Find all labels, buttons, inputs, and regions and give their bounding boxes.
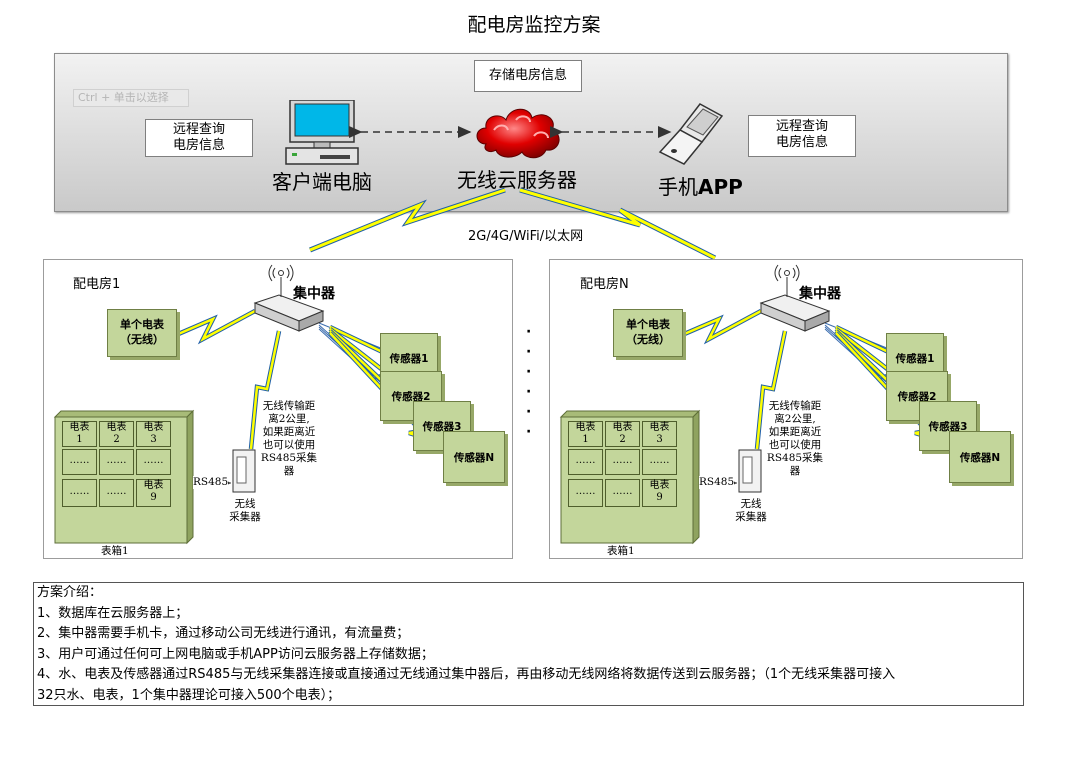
- note-5: 32只水、电表，1个集中器理论可接入500个电表）；: [37, 687, 341, 703]
- sensor-box-n: 传感器N: [443, 431, 505, 483]
- concentrator-icon: [253, 294, 325, 332]
- concentrator-icon: [759, 294, 831, 332]
- single-meter-box: 单个电表（无线）: [107, 309, 177, 357]
- computer-icon: [285, 100, 359, 165]
- query-box-right: 远程查询电房信息: [748, 115, 856, 157]
- rs485-label: RS485: [699, 476, 735, 489]
- note-4: 4、水、电表及传感器通过RS485与无线采集器连接或直接通过无线通过集中器后，再…: [37, 667, 896, 682]
- sensor-box-n: 传感器N: [949, 431, 1011, 483]
- collector-label: 无线采集器: [735, 498, 767, 523]
- wireless-collector-icon: [738, 449, 762, 493]
- ellipsis-dots: ······: [526, 324, 532, 440]
- storage-box: 存储电房信息: [474, 60, 582, 92]
- meter-slot: ……: [568, 449, 603, 475]
- cabinet-label: 表箱1: [607, 545, 635, 557]
- note-1: 1、数据库在云服务器上；: [37, 605, 189, 621]
- notes-box: 方案介绍： 1、数据库在云服务器上； 2、集中器需要手机卡，通过移动公司无线进行…: [33, 582, 1024, 706]
- cloud-icon: [476, 108, 560, 159]
- meter-slot: ……: [99, 479, 134, 507]
- meter-lightning: [175, 309, 257, 345]
- meter-slot: ……: [62, 479, 97, 507]
- meter-slot: ……: [136, 449, 171, 475]
- network-lightning-right: [519, 187, 717, 260]
- server-label: 无线云服务器: [457, 168, 577, 192]
- antenna-icon: [268, 264, 294, 297]
- room-content-n: 集中器 单个电表（无线） 传感器1 传感器2 传感器3 传感器N 无线传输距离2…: [549, 259, 1021, 557]
- sensor-box-3: 传感器3: [413, 401, 471, 451]
- meter-slot: ……: [642, 449, 677, 475]
- concentrator-label: 集中器: [293, 286, 335, 302]
- rs485-label: RS485: [193, 476, 229, 489]
- wireless-collector-icon: [232, 449, 256, 493]
- meter-slot: ……: [568, 479, 603, 507]
- meter-slot: ……: [605, 479, 640, 507]
- room-label-n: 配电房N: [580, 277, 629, 292]
- select-hint: Ctrl + 单击以选择: [73, 89, 189, 107]
- meter-lightning: [681, 309, 763, 345]
- single-meter-box: 单个电表（无线）: [613, 309, 683, 357]
- diagram-title: 配电房监控方案: [467, 14, 601, 36]
- network-label: 2G/4G/WiFi/以太网: [468, 229, 584, 244]
- notes-heading: 方案介绍：: [37, 585, 103, 600]
- pc-label: 客户端电脑: [272, 170, 372, 194]
- query-box-left: 远程查询电房信息: [145, 119, 253, 157]
- meter-slot: ……: [62, 449, 97, 475]
- phone-icon: [658, 103, 724, 165]
- cabinet-label: 表箱1: [101, 545, 129, 557]
- room-content-1: 集中器 单个电表（无线） 传感器1 传感器2 传感器3 传感器N 无线传输距离2…: [43, 259, 511, 557]
- antenna-icon: [774, 264, 800, 297]
- phone-label: 手机APP: [658, 175, 743, 199]
- note-2: 2、集中器需要手机卡，通过移动公司无线进行通讯，有流量费；: [37, 626, 410, 641]
- room-label-1: 配电房1: [73, 277, 121, 292]
- data-arrows: [309, 126, 717, 260]
- note-3: 3、用户可通过任何可上网电脑或手机APP访问云服务器上存储数据；: [37, 646, 434, 662]
- meter-slot: ……: [605, 449, 640, 475]
- concentrator-label: 集中器: [799, 286, 841, 302]
- sensor-box-3: 传感器3: [919, 401, 977, 451]
- collector-label: 无线采集器: [229, 498, 261, 523]
- meter-slot: ……: [99, 449, 134, 475]
